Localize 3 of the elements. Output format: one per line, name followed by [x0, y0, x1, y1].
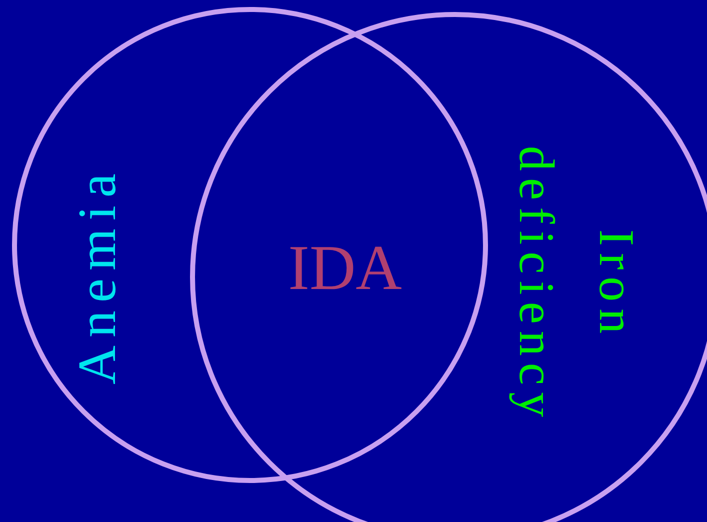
set-label: Anemia — [66, 164, 128, 386]
set-label: Iron deficiency — [508, 144, 646, 426]
overlap-label: IDA — [288, 236, 402, 300]
